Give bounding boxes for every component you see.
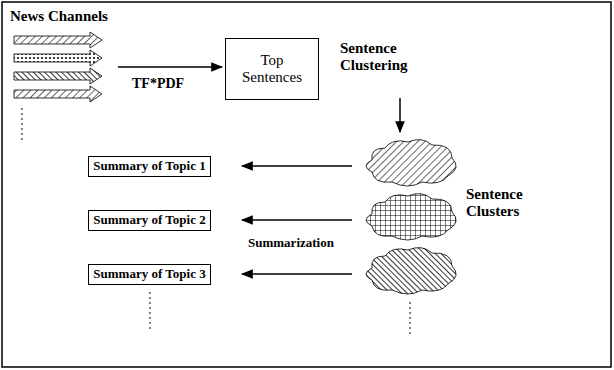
flow-arrow xyxy=(118,66,222,68)
sentence-cluster-clouds xyxy=(366,140,456,294)
method-label: TF*PDF xyxy=(132,76,184,91)
summarization-arrows xyxy=(242,166,352,274)
summary-box: Summary of Topic 3 xyxy=(88,264,211,285)
step-label: Sentence Clustering xyxy=(340,40,430,73)
step-label: Sentence Clusters xyxy=(466,186,546,219)
summary-box: Summary of Topic 1 xyxy=(88,156,211,177)
heading-label: News Channels xyxy=(10,8,108,25)
summary-box: Summary of Topic 2 xyxy=(88,210,211,231)
node-text: Summary of Topic 1 xyxy=(93,159,205,174)
step-label: Summarization xyxy=(248,236,334,250)
continuation-dots xyxy=(22,108,23,140)
flow-arrow xyxy=(399,98,401,132)
node-text: Summary of Topic 3 xyxy=(93,267,205,282)
continuation-dots xyxy=(410,302,411,335)
continuation-dots xyxy=(150,292,151,330)
frame xyxy=(2,2,611,367)
process-box: Top Sentences xyxy=(225,38,319,100)
news-channel-arrows xyxy=(14,32,102,102)
node-text: Summary of Topic 2 xyxy=(93,213,205,228)
node-text: Top Sentences xyxy=(230,52,314,87)
